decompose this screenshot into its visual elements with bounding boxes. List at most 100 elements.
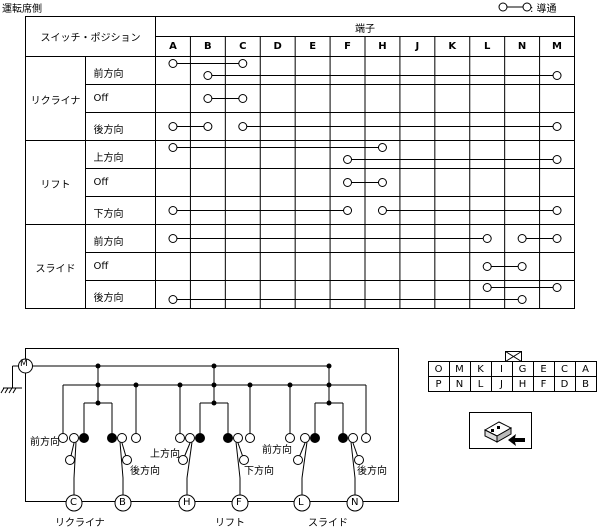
- connector-pin-B: B: [582, 379, 589, 390]
- column-header-K: K: [448, 40, 457, 52]
- continuity-mark: [343, 178, 387, 187]
- connector-pin-M: M: [455, 364, 464, 375]
- contact-open: [65, 455, 75, 465]
- contact-closed: [107, 433, 117, 443]
- contact-open: [69, 433, 79, 443]
- column-header-L: L: [484, 40, 491, 52]
- direction-label: 前方向: [30, 437, 60, 448]
- continuity-mark: [168, 206, 353, 215]
- direction-label: 下方向: [244, 466, 274, 477]
- column-header-E: E: [309, 40, 317, 52]
- contact-open: [233, 433, 243, 443]
- continuity-mark: [238, 122, 562, 131]
- legend-label: : 導通: [530, 4, 557, 15]
- connector-pin-D: D: [560, 379, 569, 390]
- connector-pin-I: I: [500, 364, 503, 375]
- continuity-mark: [168, 234, 492, 243]
- connector-pin-O: O: [434, 364, 443, 375]
- group-label: スライド: [35, 263, 76, 275]
- junction-dot: [211, 382, 217, 388]
- continuity-mark: [168, 122, 213, 131]
- connector-pin-F: F: [540, 379, 547, 390]
- terminal-label: N: [351, 497, 359, 508]
- continuity-legend-icon: [498, 2, 532, 12]
- connector-pin-H: H: [518, 379, 527, 390]
- continuity-mark: [168, 295, 527, 304]
- contact-open: [185, 433, 195, 443]
- connector-pin-A: A: [582, 364, 589, 375]
- row-label: 前方向: [93, 68, 124, 80]
- contact-closed: [338, 433, 348, 443]
- column-header-C: C: [239, 40, 247, 52]
- connector-pin-K: K: [477, 364, 484, 375]
- row-label: 後方向: [93, 292, 124, 304]
- connector-pin-E: E: [540, 364, 547, 375]
- row-label: Off: [93, 176, 109, 188]
- junction-dot: [95, 382, 101, 388]
- circuit-group-label: スライド: [308, 518, 348, 529]
- junction-dot: [95, 363, 101, 369]
- column-header-H: H: [378, 40, 387, 52]
- header-switch-position: スイッチ・ポジション: [40, 32, 141, 44]
- direction-label: 前方向: [262, 445, 292, 456]
- row-label: Off: [93, 92, 109, 104]
- connector-pin-N: N: [455, 379, 464, 390]
- terminal-label: C: [70, 497, 77, 508]
- contact-open: [348, 433, 358, 443]
- continuity-mark: [203, 71, 562, 80]
- connector-pin-J: J: [500, 379, 503, 390]
- junction-dot: [211, 363, 217, 369]
- junction-dot: [326, 382, 332, 388]
- connector-pin-G: G: [518, 364, 527, 375]
- contact-open: [131, 433, 141, 443]
- junction-dot: [287, 382, 293, 388]
- continuity-mark: [517, 234, 562, 243]
- continuity-mark: [168, 143, 387, 152]
- page-title: 運転席側: [2, 4, 42, 15]
- column-header-B: B: [204, 40, 212, 52]
- direction-label: 後方向: [357, 466, 387, 477]
- contact-closed: [310, 433, 320, 443]
- terminal-label: L: [298, 497, 304, 508]
- junction-dot: [326, 363, 332, 369]
- connector-view-icon: [469, 412, 532, 449]
- continuity-mark: [203, 94, 248, 103]
- direction-label: 上方向: [150, 449, 180, 460]
- column-header-M: M: [552, 40, 562, 52]
- connector-pin-P: P: [435, 379, 442, 390]
- row-label: Off: [93, 260, 109, 272]
- junction-dot: [326, 400, 332, 406]
- contact-open: [293, 455, 303, 465]
- row-label: 前方向: [93, 236, 124, 248]
- contact-open: [300, 433, 310, 443]
- continuity-mark: [482, 262, 527, 271]
- terminal-label: B: [119, 497, 126, 508]
- connector-pinout: [428, 351, 597, 392]
- contact-closed: [223, 433, 233, 443]
- column-header-F: F: [344, 40, 351, 52]
- contact-closed: [195, 433, 205, 443]
- continuity-table: [25, 16, 575, 309]
- junction-dot: [177, 382, 183, 388]
- motor-label: M: [20, 359, 28, 369]
- terminal-label: H: [183, 497, 191, 508]
- column-header-A: A: [169, 40, 177, 52]
- junction-dot: [133, 382, 139, 388]
- group-label: リクライナ: [30, 95, 81, 107]
- contact-open: [175, 433, 185, 443]
- group-label: リフト: [40, 179, 71, 191]
- column-header-J: J: [415, 40, 420, 52]
- column-header-D: D: [273, 40, 282, 52]
- continuity-mark: [343, 155, 562, 164]
- continuity-mark: [377, 206, 562, 215]
- terminal-label: F: [236, 497, 242, 508]
- direction-label: 後方向: [130, 466, 160, 477]
- row-label: 後方向: [93, 124, 124, 136]
- contact-open: [117, 433, 127, 443]
- continuity-mark: [168, 59, 248, 68]
- junction-dot: [211, 400, 217, 406]
- junction-dot: [95, 400, 101, 406]
- contact-open: [361, 433, 371, 443]
- contact-closed: [79, 433, 89, 443]
- circuit-group-label: リクライナ: [55, 518, 105, 529]
